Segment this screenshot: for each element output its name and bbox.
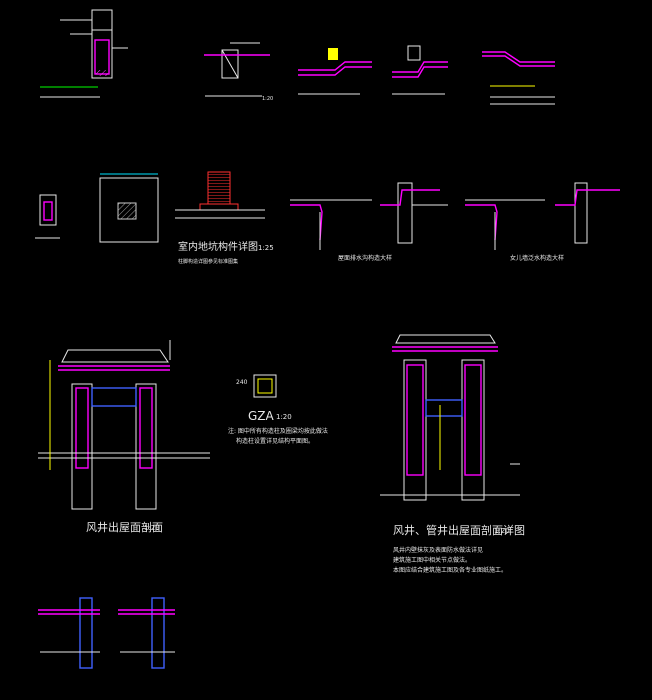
detail-top-left: [40, 9, 128, 98]
gza-note-2: 构造柱设置详见结构平面图。: [236, 437, 314, 445]
fig-right-scale: 1:20: [494, 527, 510, 535]
shaft-section-left: [38, 340, 210, 510]
gza-scale: 1:20: [276, 413, 292, 421]
detail-row2-left: [35, 194, 60, 239]
fig-mid-scale: 1:25: [258, 244, 274, 252]
detail-top-5: [482, 51, 555, 105]
fig-left-scale: 1:20: [144, 524, 160, 532]
detail-top-4: [392, 45, 448, 95]
pit-section: [175, 171, 265, 219]
sheet-scale-label: 1:20: [262, 96, 273, 102]
shaft-section-right: [380, 334, 520, 501]
fig-row2-a: 屋面排水沟构造大样: [338, 254, 392, 262]
detail-row2-c: [465, 199, 545, 250]
detail-top-3: [298, 48, 372, 95]
fig-mid-sub: 柱脚构造详图参见标准图集: [178, 258, 238, 265]
pit-plan: [99, 173, 159, 243]
fig-right-note-1: 风井内壁抹灰及表面防水做法详见: [393, 546, 483, 554]
detail-bottom-2: [118, 597, 175, 669]
gza-note-1: 注: 图中所有构造柱及圈梁均按此做法: [228, 427, 328, 435]
fig-row2-b: 女儿墙泛水构造大样: [510, 254, 564, 262]
fig-left-title: 风井出屋面剖面: [86, 520, 163, 534]
fig-right-title: 风井、管井出屋面剖面详图: [393, 523, 525, 537]
fig-mid-title: 室内地坑构件详图: [178, 240, 258, 253]
detail-top-2: [204, 42, 270, 97]
fig-right-note-2: 建筑施工图中相关节点做法。: [393, 556, 471, 564]
detail-bottom-1: [38, 597, 100, 669]
gza-title: GZA: [248, 409, 275, 423]
gza-dim: 240: [236, 379, 248, 386]
detail-row2-b: [380, 182, 448, 244]
detail-row2-a: [290, 199, 372, 250]
detail-row2-d: [555, 182, 620, 244]
fig-right-note-3: 本图应结合建筑施工图及各专业图纸施工。: [393, 566, 507, 574]
gza-detail: [253, 374, 277, 398]
